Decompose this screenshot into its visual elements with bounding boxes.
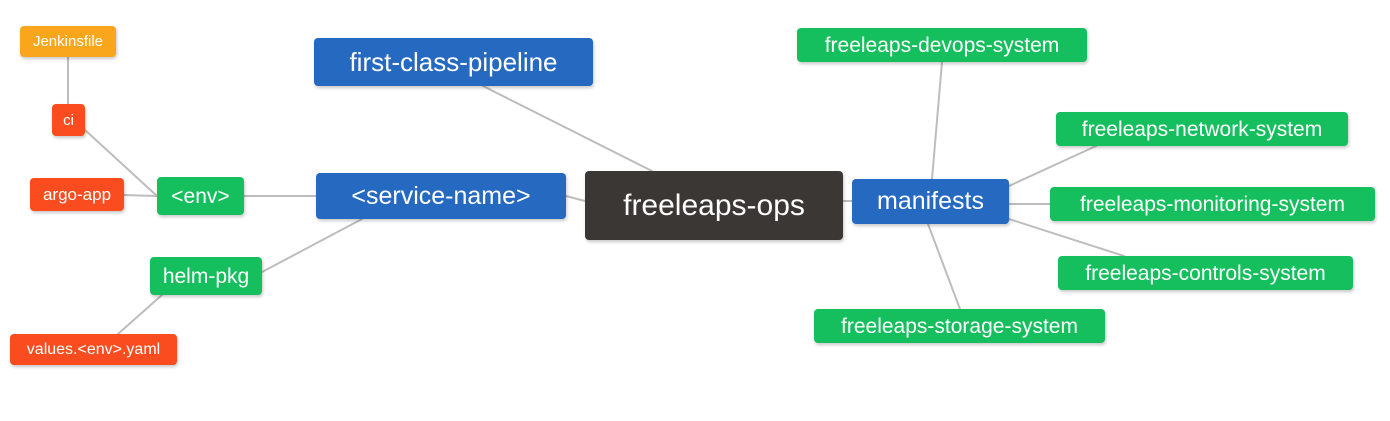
- node-freeleaps-monitoring-system[interactable]: freeleaps-monitoring-system: [1050, 187, 1375, 221]
- node-helm-pkg[interactable]: helm-pkg: [150, 257, 262, 295]
- edge-manifests-to-freeleaps-storage-system: [927, 223, 961, 310]
- edge-manifests-to-freeleaps-controls-system: [1008, 218, 1125, 257]
- node-first-class-pipeline[interactable]: first-class-pipeline: [314, 38, 593, 86]
- edge-service-name-to-freeleaps-ops: [565, 195, 586, 202]
- edge-manifests-to-freeleaps-network-system: [1008, 145, 1097, 187]
- node-freeleaps-devops-system[interactable]: freeleaps-devops-system: [797, 28, 1087, 62]
- node-freeleaps-storage-system[interactable]: freeleaps-storage-system: [814, 309, 1105, 343]
- node-manifests[interactable]: manifests: [852, 179, 1009, 224]
- node-freeleaps-ops[interactable]: freeleaps-ops: [585, 171, 843, 240]
- edge-manifests-to-freeleaps-devops-system: [931, 61, 943, 180]
- node-freeleaps-controls-system[interactable]: freeleaps-controls-system: [1058, 256, 1353, 290]
- edge-argo-app-to-env: [123, 194, 158, 197]
- node-jenkinsfile[interactable]: Jenkinsfile: [20, 26, 116, 57]
- edge-first-class-pipeline-to-freeleaps-ops: [482, 85, 653, 172]
- node-values-env-yaml[interactable]: values.<env>.yaml: [10, 334, 177, 365]
- node-freeleaps-network-system[interactable]: freeleaps-network-system: [1056, 112, 1348, 146]
- node-argo-app[interactable]: argo-app: [30, 178, 124, 211]
- node-service-name[interactable]: <service-name>: [316, 173, 566, 219]
- node-ci[interactable]: ci: [52, 104, 85, 136]
- edge-service-name-to-helm-pkg: [261, 218, 363, 273]
- node-env[interactable]: <env>: [157, 177, 244, 215]
